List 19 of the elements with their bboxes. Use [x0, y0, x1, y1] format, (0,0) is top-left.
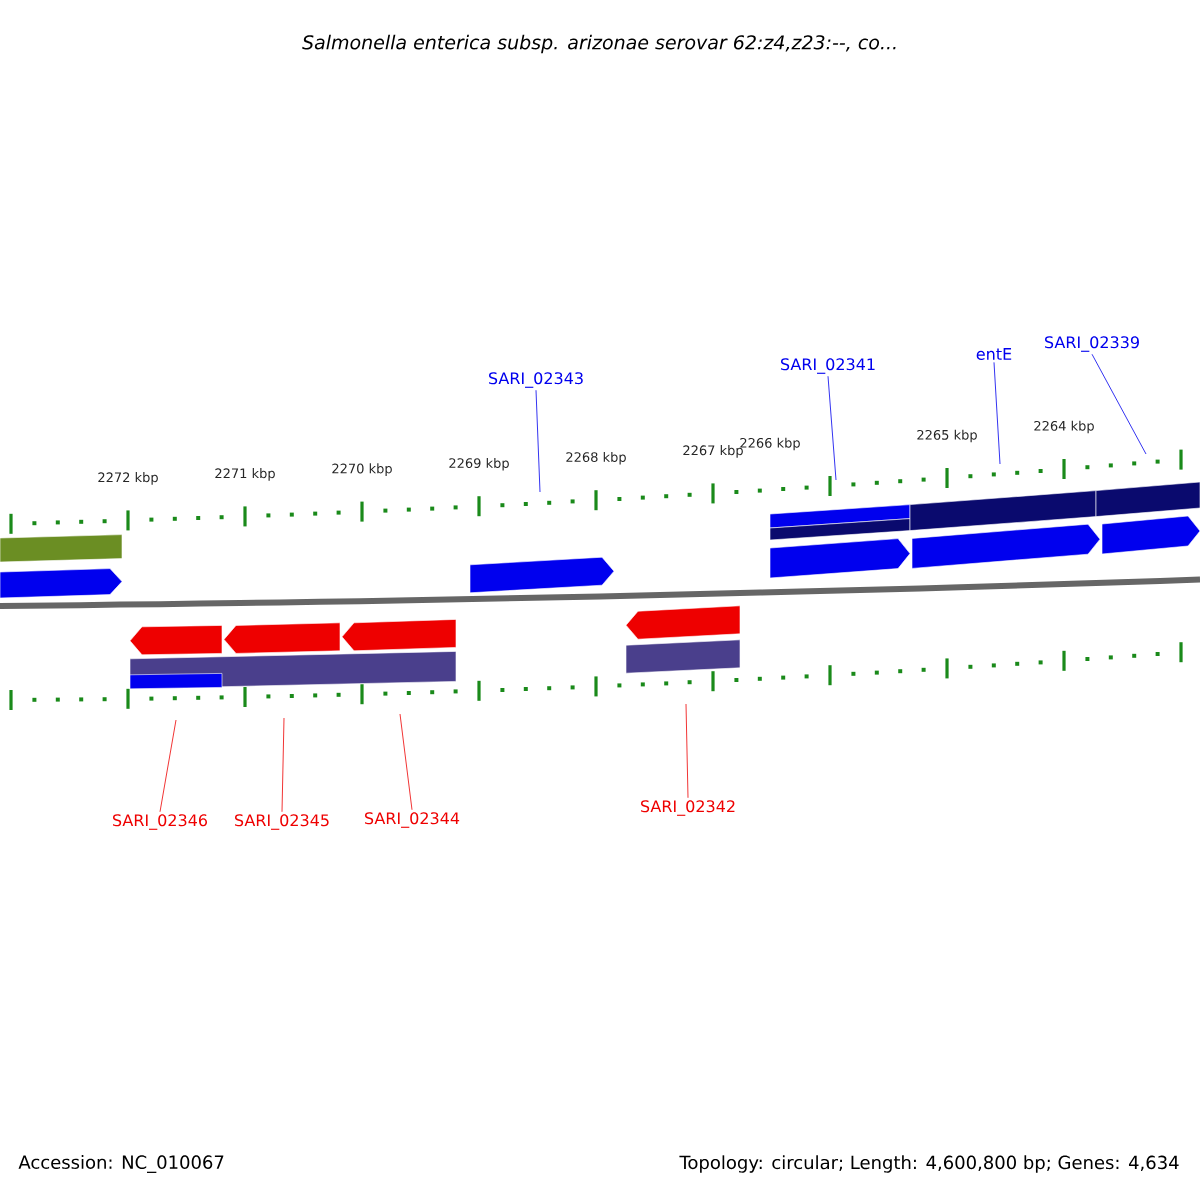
leader-line: [535, 389, 541, 493]
gene-label: SARI_02343: [489, 372, 583, 388]
genome-info-text: Topology: circular; Length: 4,600,800 bp; Genes: 4,634: [679, 1155, 1179, 1173]
gene-label: SARI_02344: [365, 812, 460, 828]
leader-line: [281, 717, 285, 813]
leader-line: [685, 703, 689, 799]
leader-line: [159, 719, 177, 813]
gene-label: SARI_02342: [641, 800, 735, 816]
accession-text: Accession: NC_010067: [18, 1155, 224, 1173]
gene-label: SARI_02346: [113, 814, 208, 830]
leader-line: [993, 361, 1001, 465]
leader-line: [827, 375, 837, 481]
title: Salmonella enterica subsp. arizonae serovar 62:z4,z23:--, co...: [302, 34, 896, 54]
gene-label: SARI_02341: [781, 358, 875, 374]
leader-line: [399, 713, 413, 811]
leader-line: [1091, 353, 1147, 455]
gene-label: entE: [976, 348, 1012, 360]
gene-label: SARI_02345: [235, 814, 329, 830]
gene-label: SARI_02339: [1045, 336, 1139, 352]
